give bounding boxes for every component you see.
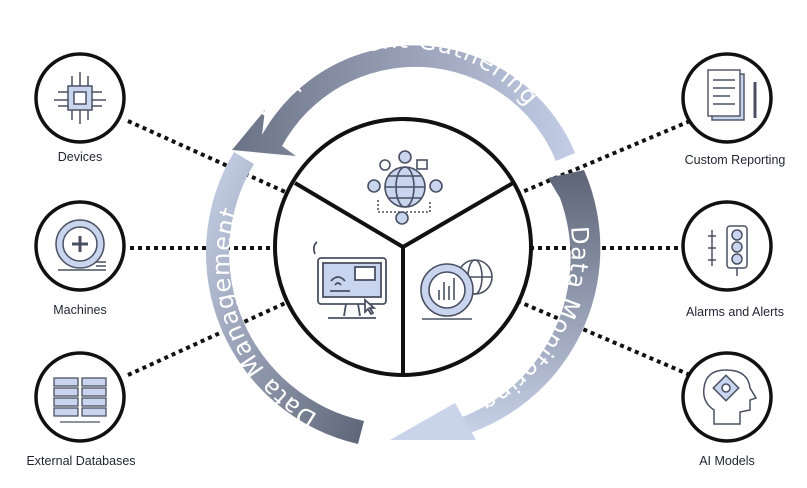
arrow-data-monitoring-head — [390, 403, 476, 440]
connector-databases — [127, 298, 293, 377]
arrow-requirement-gathering — [232, 45, 575, 162]
node-label-ai-models: AI Models — [699, 454, 755, 468]
central-wheel — [273, 117, 533, 377]
arrow-data-monitoring — [450, 170, 601, 439]
connector-lines — [127, 119, 691, 377]
traffic-light-icon — [708, 225, 748, 276]
node-devices — [34, 52, 126, 144]
cycle-arrows — [205, 45, 601, 444]
ai-head-icon — [702, 369, 758, 425]
database-servers-icon — [53, 377, 107, 423]
node-ai-models — [681, 351, 773, 443]
machine-icon — [55, 219, 106, 271]
microchip-icon — [54, 72, 106, 124]
node-label-custom-reporting: Custom Reporting — [684, 153, 786, 167]
globe-network-icon — [367, 150, 443, 225]
connector-devices — [127, 119, 293, 197]
node-custom-reporting — [681, 52, 773, 144]
node-external-databases — [34, 351, 126, 443]
node-machines — [34, 200, 126, 292]
analytics-globe-icon — [420, 259, 493, 320]
node-alarms-and-alerts — [681, 200, 773, 292]
monitor-dashboard-icon — [312, 241, 387, 319]
node-label-external-databases: External Databases — [26, 454, 136, 468]
node-label-alarms-and-alerts: Alarms and Alerts — [686, 305, 784, 319]
node-label-machines: Machines — [53, 303, 107, 317]
node-label-devices: Devices — [57, 150, 103, 164]
arrow-data-management — [205, 152, 364, 444]
report-document-icon — [707, 69, 757, 121]
